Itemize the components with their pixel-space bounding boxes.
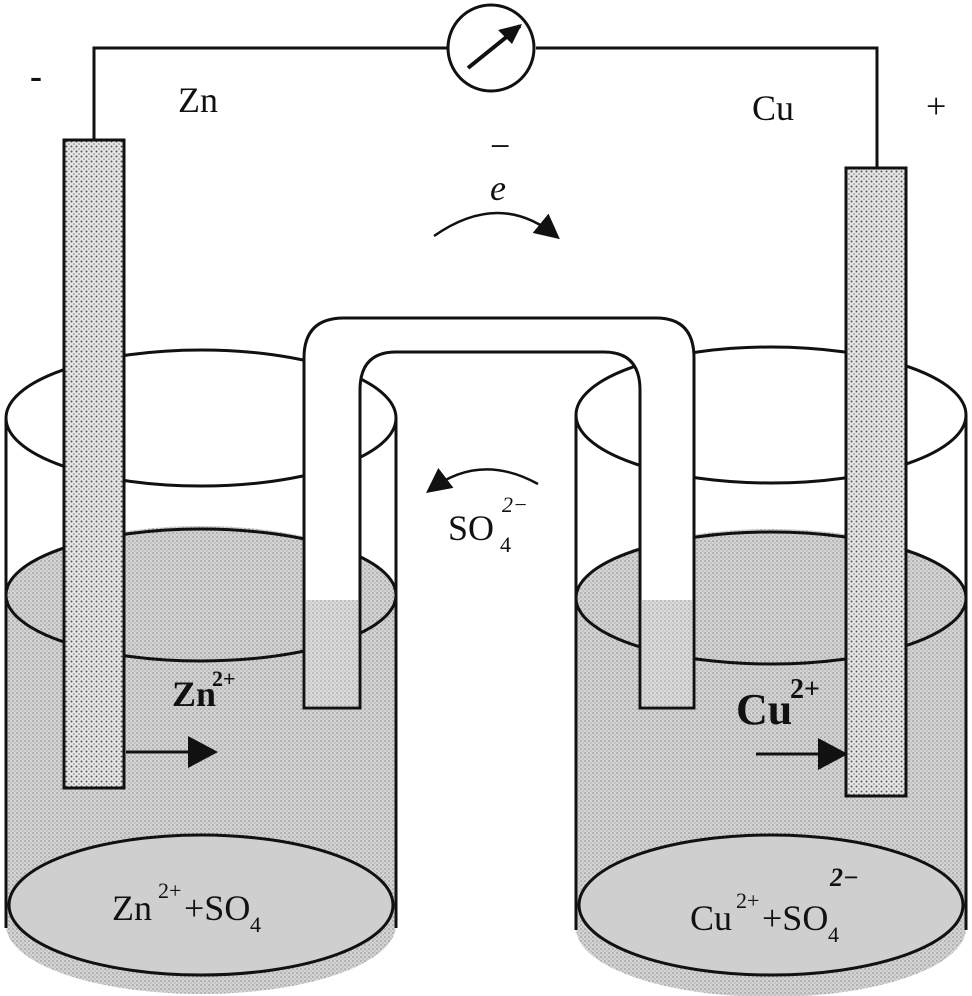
electron-label: e <box>490 168 506 208</box>
electron-flow-arrow <box>433 211 560 240</box>
svg-text:2−: 2− <box>502 492 528 517</box>
salt-bridge-left-leg-shade <box>306 600 358 706</box>
svg-text:+SO: +SO <box>184 888 250 928</box>
sulfate-flow-arrow <box>426 467 539 494</box>
copper-ion-label: Cu 2+ <box>736 674 820 734</box>
svg-text:2−: 2− <box>829 863 859 892</box>
galvanometer <box>446 3 536 93</box>
right-solution-label: Cu 2+ +SO 4 2− <box>690 863 859 947</box>
left-solution-label: Zn 2+ +SO 4 <box>112 878 261 937</box>
copper-electrode-label: Cu <box>752 88 794 128</box>
svg-text:2+: 2+ <box>158 878 181 903</box>
svg-text:4: 4 <box>250 912 261 937</box>
zinc-electrode <box>62 138 126 790</box>
zinc-electrode-label: Zn <box>178 80 218 120</box>
svg-text:Cu: Cu <box>690 898 732 938</box>
svg-text:4: 4 <box>828 922 839 947</box>
negative-terminal-label: - <box>30 56 42 96</box>
external-wire <box>92 46 879 168</box>
copper-electrode <box>844 166 908 798</box>
sulfate-ion-label: SO 4 2− <box>448 492 528 557</box>
salt-bridge-right-leg-shade <box>642 600 692 706</box>
positive-terminal-label: + <box>926 86 946 126</box>
svg-text:+SO: +SO <box>762 898 828 938</box>
svg-text:Zn: Zn <box>172 674 216 714</box>
svg-text:Zn: Zn <box>112 888 152 928</box>
zinc-ion-label: Zn 2+ <box>172 666 236 714</box>
svg-text:2+: 2+ <box>790 674 820 705</box>
svg-text:2+: 2+ <box>212 666 236 691</box>
svg-text:SO: SO <box>448 508 494 548</box>
svg-text:2+: 2+ <box>736 888 759 913</box>
copper-ion-arrowhead <box>818 738 848 770</box>
zinc-ion-arrowhead <box>188 736 218 768</box>
svg-text:Cu: Cu <box>736 685 792 734</box>
svg-text:4: 4 <box>500 532 511 557</box>
electron-bar: − <box>490 126 510 166</box>
